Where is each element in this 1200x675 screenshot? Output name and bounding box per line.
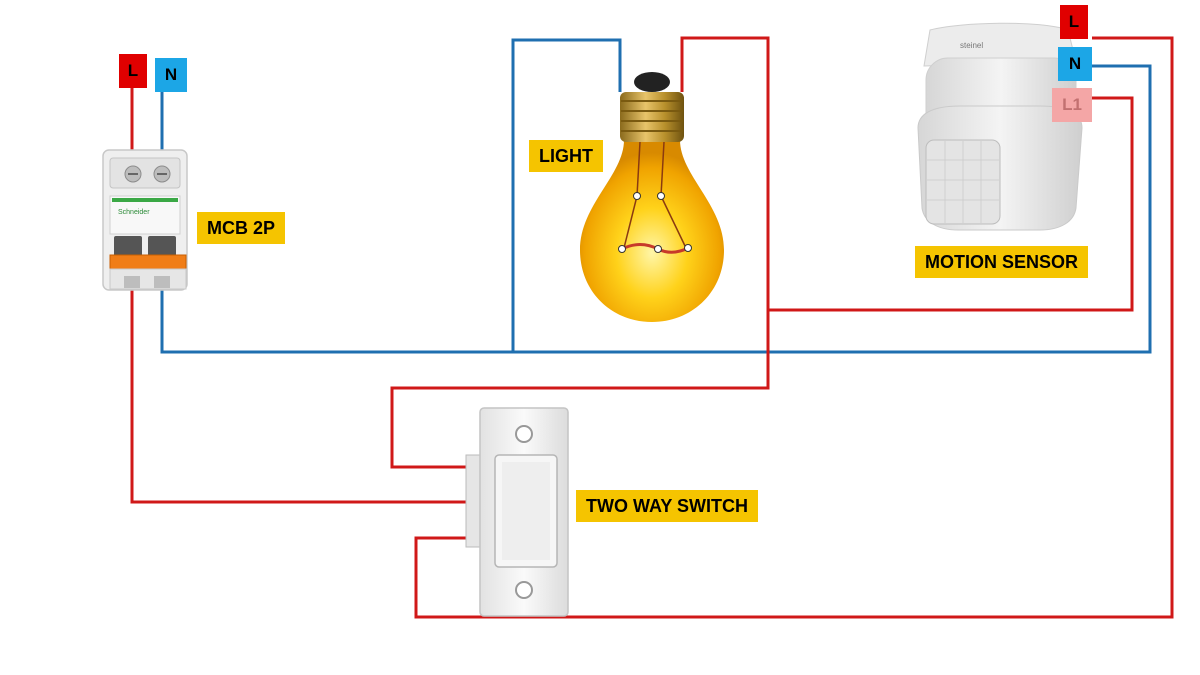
wire-switch-to-sensor-l	[414, 36, 1174, 619]
wire-light-neutral	[511, 38, 622, 352]
sensor-l1-terminal: L1	[1052, 88, 1092, 122]
supply-n-terminal: N	[155, 58, 187, 92]
two-way-switch-device	[465, 407, 569, 617]
wire-mcb-n-to-bus	[160, 64, 1152, 354]
light-bulb	[580, 72, 724, 322]
motion-sensor-label: MOTION SENSOR	[915, 246, 1089, 278]
switch-bottom-screw-icon	[515, 581, 533, 599]
mcb-label: MCB 2P	[197, 212, 286, 244]
wire-light-live-to-switch	[390, 36, 770, 469]
mcb-toggle-handle[interactable]	[109, 254, 187, 270]
live-wires	[130, 36, 1174, 619]
mcb-breaker: Schneider	[102, 149, 188, 291]
mcb-brand-text: Schneider	[118, 209, 150, 216]
wire-mcb-l-to-switch	[130, 290, 474, 504]
motion-sensor-device: steinel	[917, 22, 1083, 231]
neutral-wires	[160, 38, 1152, 354]
bulb-glass	[580, 140, 724, 322]
wire-sensor-l1-to-light	[768, 96, 1134, 312]
sensor-brand-text: steinel	[960, 41, 983, 50]
light-label: LIGHT	[529, 140, 603, 172]
sensor-n-terminal: N	[1058, 47, 1092, 81]
two-way-switch-label: TWO WAY SWITCH	[576, 490, 758, 522]
supply-l-terminal: L	[119, 54, 147, 88]
sensor-l-terminal: L	[1060, 5, 1088, 39]
switch-top-screw-icon	[515, 425, 533, 443]
